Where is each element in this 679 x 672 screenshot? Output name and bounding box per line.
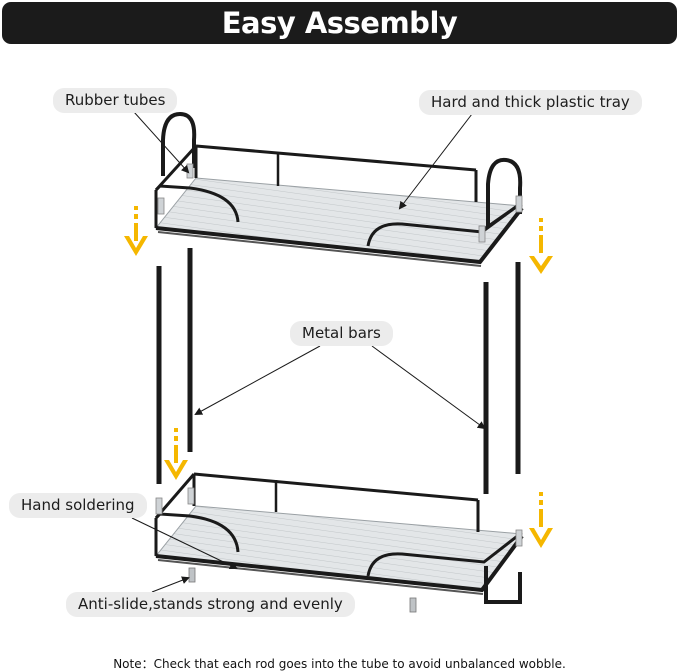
foot — [188, 567, 196, 583]
page-title: Easy Assembly — [221, 6, 458, 40]
callout-hand-soldering: Hand soldering — [9, 493, 147, 518]
down-arrow-icon — [164, 428, 188, 480]
lower-tray — [155, 505, 523, 591]
header-banner: Easy Assembly — [2, 2, 677, 44]
leader-lines — [131, 111, 486, 593]
callout-rubber-tubes: Rubber tubes — [53, 88, 178, 113]
upper-tray — [155, 177, 523, 263]
down-arrow-icon — [529, 218, 553, 274]
assembly-arrows — [124, 206, 553, 548]
metal-bars — [156, 248, 521, 494]
callout-anti-slide: Anti-slide,stands strong and evenly — [66, 592, 355, 617]
lower-shelf — [154, 472, 524, 613]
down-arrow-icon — [529, 492, 553, 548]
foot — [409, 597, 417, 613]
upper-shelf — [154, 111, 524, 267]
down-arrow-icon — [124, 206, 148, 256]
footer-note: Note：Check that each rod goes into the t… — [113, 657, 566, 671]
callout-plastic-tray: Hard and thick plastic tray — [419, 90, 642, 115]
callout-metal-bars: Metal bars — [290, 321, 393, 346]
